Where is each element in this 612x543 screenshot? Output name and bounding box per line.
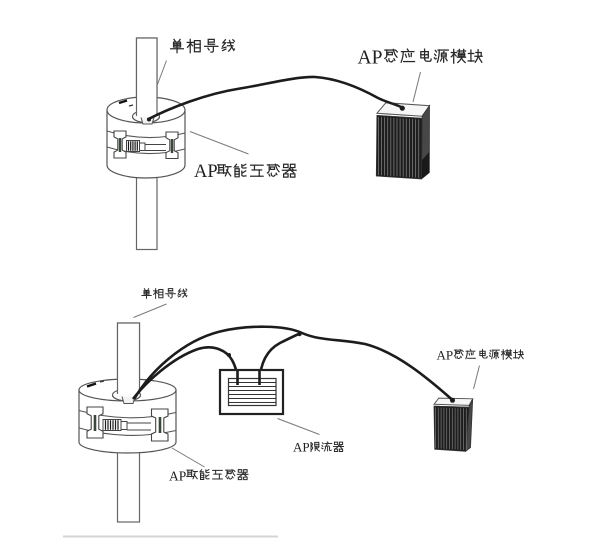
- svg-text:AP: AP: [437, 348, 454, 363]
- svg-text:AP: AP: [293, 440, 310, 455]
- svg-text:AP: AP: [194, 162, 218, 182]
- svg-text:AP: AP: [358, 48, 383, 69]
- svg-text:AP: AP: [169, 469, 186, 484]
